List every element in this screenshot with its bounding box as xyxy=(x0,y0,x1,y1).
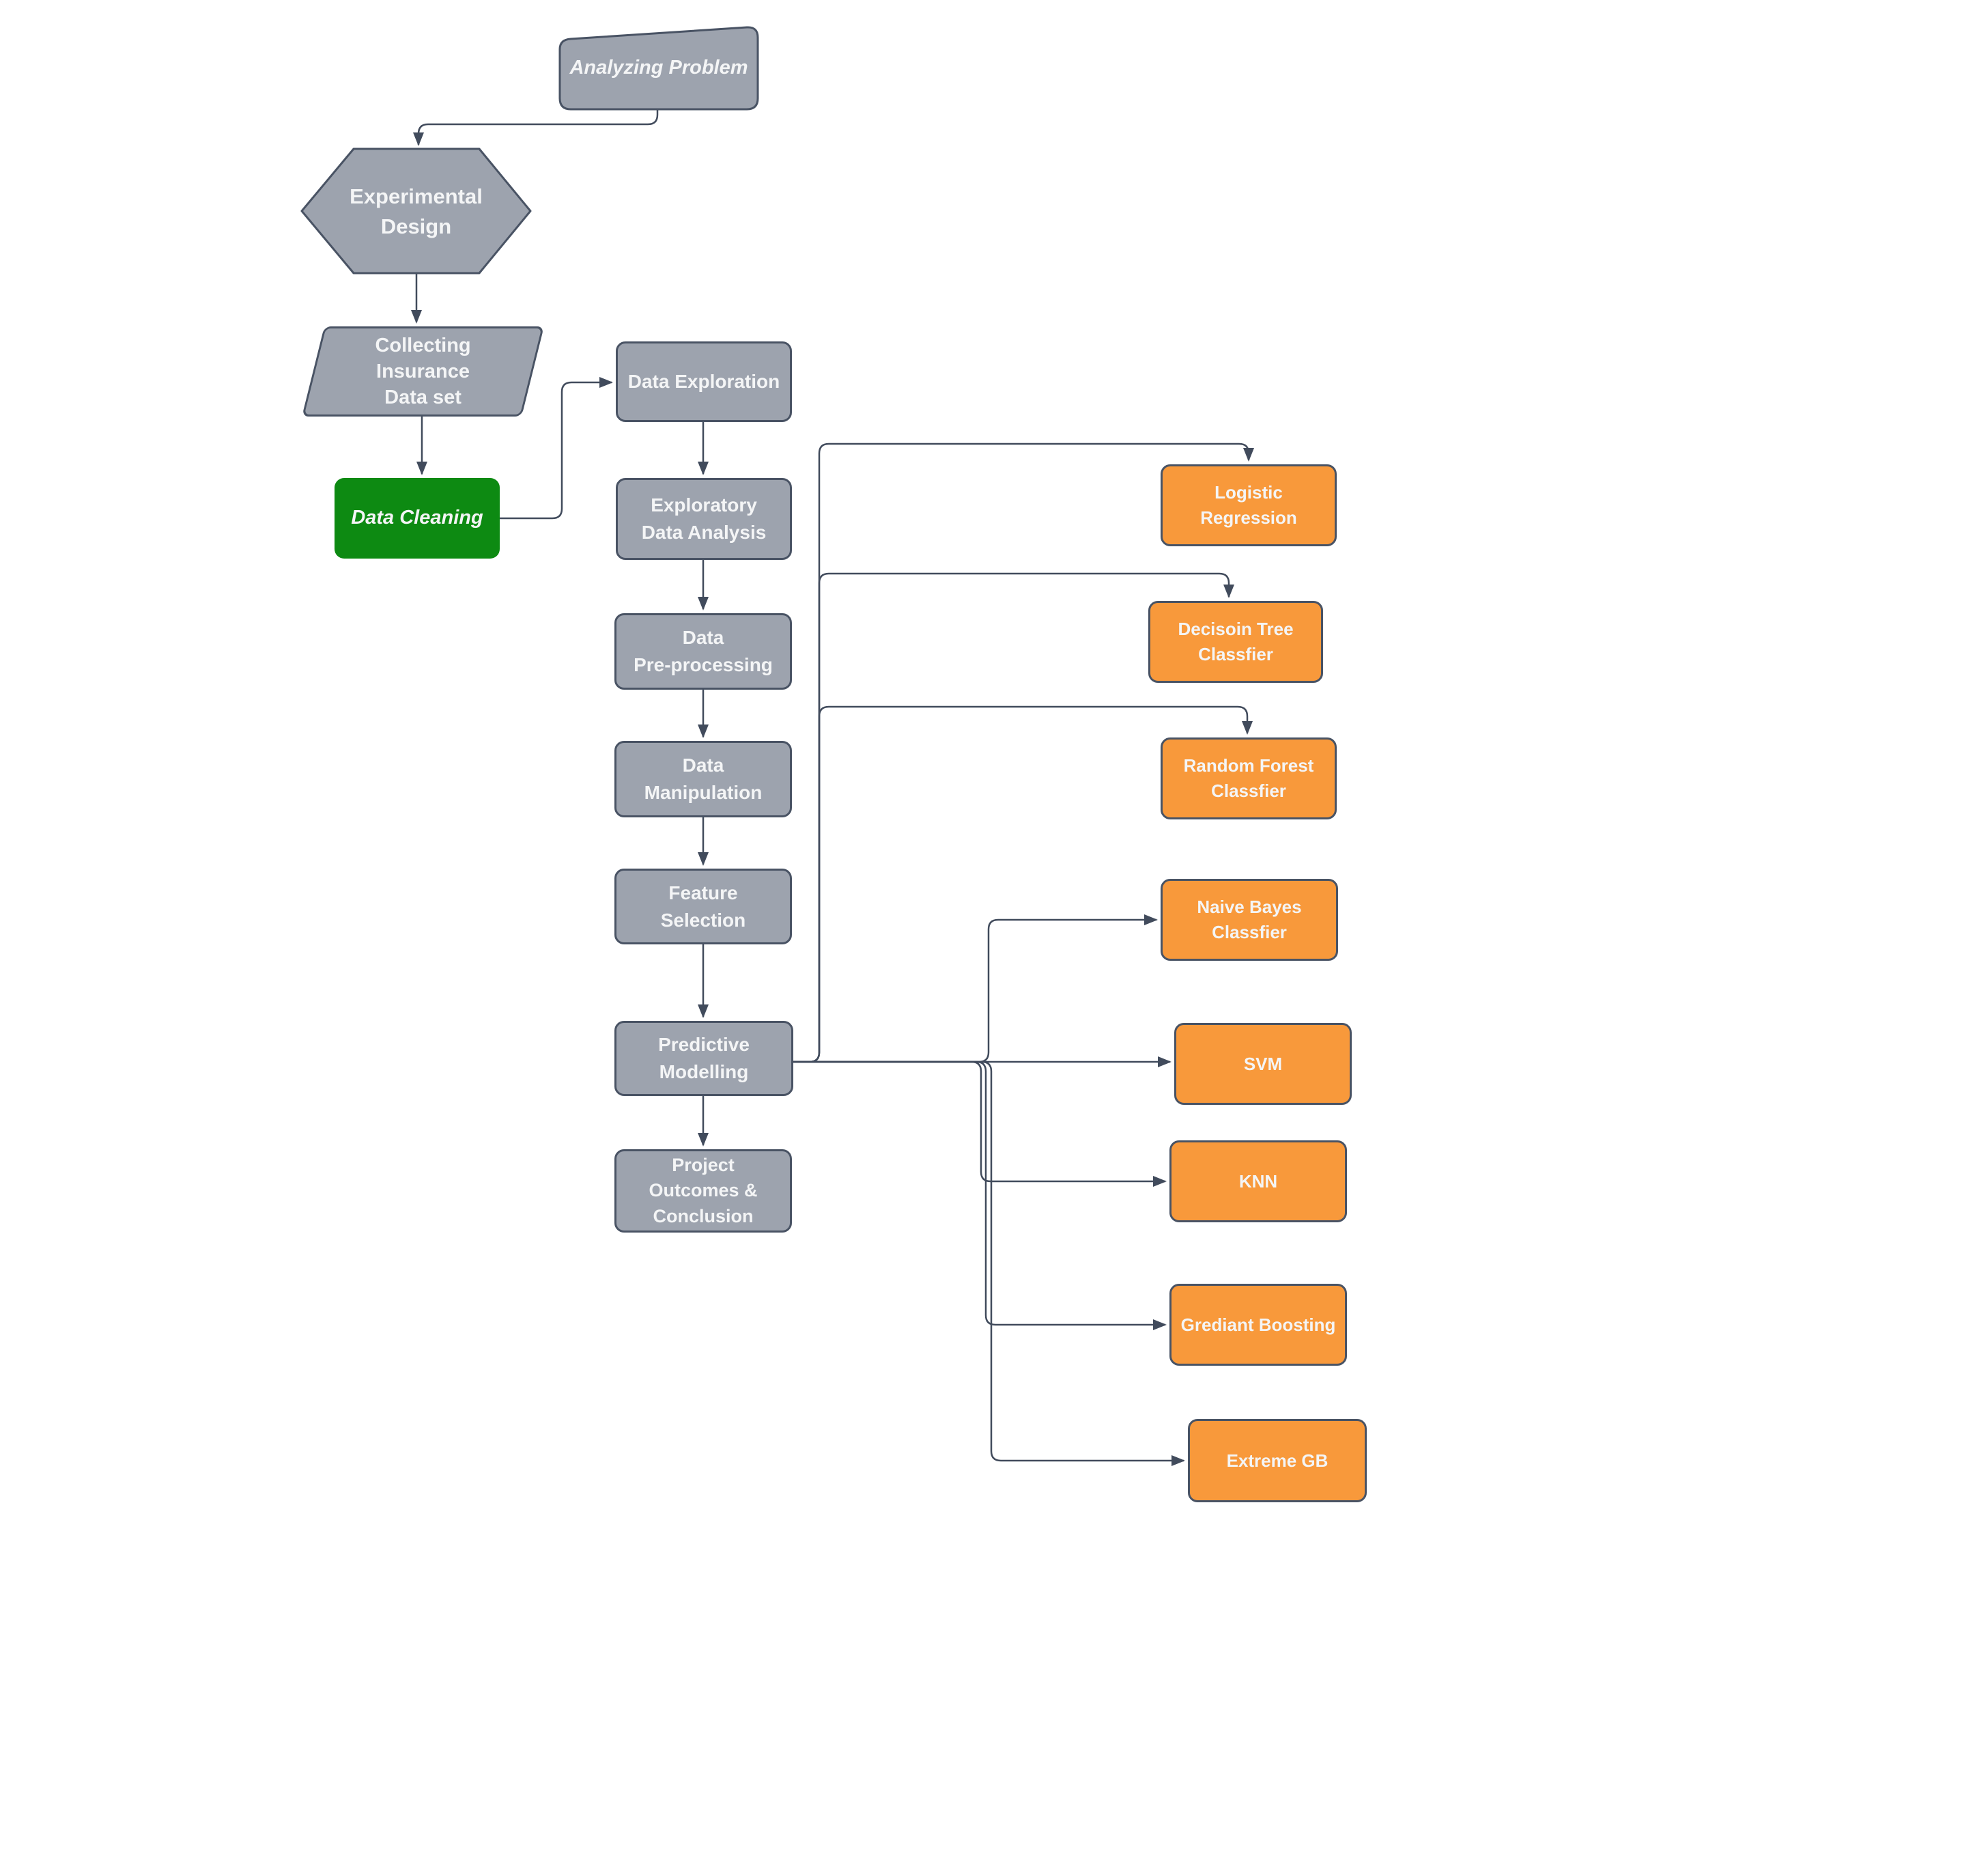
node-feature-selection[interactable]: Feature Selection xyxy=(614,869,792,944)
node-data-preprocessing[interactable]: Data Pre-processing xyxy=(614,613,792,690)
collecting-insurance-label: Collecting Insurance Data set xyxy=(315,328,531,414)
connector-cleaning-to-exploration[interactable] xyxy=(500,377,613,520)
naive-bayes-text: Naive Bayes Classfier xyxy=(1197,897,1302,942)
feature-selection-text: Feature Selection xyxy=(660,882,746,931)
node-data-manipulation[interactable]: Data Manipulation xyxy=(614,741,792,817)
connector-predictive-to-naive-bayes[interactable] xyxy=(793,914,1158,1063)
data-manipulation-text: Data Manipulation xyxy=(644,755,763,803)
node-decision-tree-classifier[interactable]: Decisoin Tree Classfier xyxy=(1148,601,1323,683)
connector-predictive-to-knn[interactable] xyxy=(793,1060,1167,1187)
collecting-insurance-text: Collecting Insurance Data set xyxy=(375,334,471,409)
node-extreme-gb[interactable]: Extreme GB xyxy=(1188,1419,1367,1502)
node-project-outcomes[interactable]: Project Outcomes & Conclusion xyxy=(614,1149,792,1233)
node-gradient-boosting[interactable]: Grediant Boosting xyxy=(1169,1284,1347,1366)
node-naive-bayes-classifier[interactable]: Naive Bayes Classfier xyxy=(1161,879,1338,961)
node-analyzing-problem[interactable] xyxy=(558,26,759,111)
node-knn[interactable]: KNN xyxy=(1169,1140,1347,1222)
node-logistic-regression[interactable]: Logistic Regression xyxy=(1161,464,1337,546)
data-cleaning-text: Data Cleaning xyxy=(351,507,483,529)
experimental-design-label: Experimental Design xyxy=(302,152,530,272)
analyzing-problem-text: Analyzing Problem xyxy=(569,57,748,79)
extreme-gb-text: Extreme GB xyxy=(1226,1450,1329,1471)
logistic-regression-text: Logistic Regression xyxy=(1200,482,1297,528)
node-collecting-insurance-data-set[interactable]: Collecting Insurance Data set xyxy=(302,326,544,417)
data-preprocessing-text: Data Pre-processing xyxy=(634,627,773,675)
connector-predictive-to-random-forest[interactable] xyxy=(793,705,1253,1063)
knn-text: KNN xyxy=(1238,1170,1278,1192)
connector-predictive-to-extreme-gb[interactable] xyxy=(793,1060,1185,1466)
node-data-cleaning[interactable]: Data Cleaning xyxy=(335,478,500,559)
predictive-modelling-text: Predictive Modelling xyxy=(658,1034,750,1082)
node-experimental-design[interactable] xyxy=(300,147,532,275)
connector-analyzing-to-experimental[interactable] xyxy=(413,109,659,146)
data-exploration-text: Data Exploration xyxy=(627,371,780,393)
node-svm[interactable]: SVM xyxy=(1174,1023,1352,1105)
node-data-exploration[interactable]: Data Exploration xyxy=(616,341,792,422)
experimental-design-text: Experimental Design xyxy=(350,184,483,238)
connector-predictive-to-gradient-boosting[interactable] xyxy=(793,1060,1167,1330)
analyzing-problem-label: Analyzing Problem xyxy=(560,30,758,107)
svm-text: SVM xyxy=(1243,1053,1283,1074)
random-forest-text: Random Forest Classfier xyxy=(1183,755,1314,801)
node-random-forest-classifier[interactable]: Random Forest Classfier xyxy=(1161,737,1337,819)
decision-tree-text: Decisoin Tree Classfier xyxy=(1178,619,1294,664)
gradient-boosting-text: Grediant Boosting xyxy=(1180,1314,1336,1335)
exploratory-data-analysis-text: Exploratory Data Analysis xyxy=(641,494,767,543)
node-exploratory-data-analysis[interactable]: Exploratory Data Analysis xyxy=(616,478,792,560)
project-outcomes-text: Project Outcomes & Conclusion xyxy=(649,1155,758,1226)
node-predictive-modelling[interactable]: Predictive Modelling xyxy=(614,1021,793,1096)
